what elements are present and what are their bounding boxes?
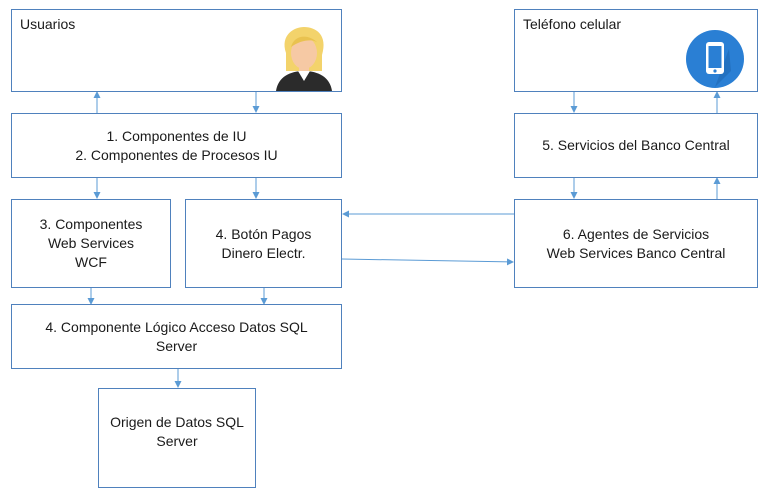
service-agents-box: 6. Agentes de Servicios Web Services Ban… bbox=[514, 199, 758, 288]
logic-component-box: 4. Componente Lógico Acceso Datos SQL Se… bbox=[11, 304, 342, 369]
phone-title: Teléfono celular bbox=[523, 16, 622, 32]
wcf-line3: WCF bbox=[75, 254, 107, 270]
wcf-box: 3. Componentes Web Services WCF bbox=[11, 199, 171, 288]
central-bank-services-box: 5. Servicios del Banco Central bbox=[514, 113, 758, 178]
pay-line1: 4. Botón Pagos bbox=[215, 225, 312, 242]
payment-button-box: 4. Botón Pagos Dinero Electr. bbox=[185, 199, 342, 288]
ui-components-box: 1. Componentes de IU 2. Componentes de P… bbox=[11, 113, 342, 178]
origin-line1: Origen de Datos SQL bbox=[110, 414, 244, 430]
logic-line1: 4. Componente Lógico Acceso Datos SQL bbox=[45, 318, 308, 335]
agents-line1: 6. Agentes de Servicios bbox=[562, 225, 710, 242]
wcf-line1: 3. Componentes bbox=[39, 216, 143, 232]
pay-line2: Dinero Electr. bbox=[221, 244, 306, 261]
ui-line1: 1. Componentes de IU bbox=[106, 127, 247, 144]
woman-avatar-icon bbox=[276, 27, 332, 91]
phone-box: Teléfono celular bbox=[514, 9, 758, 92]
origin-line2: Server bbox=[156, 433, 198, 449]
users-box: Usuarios bbox=[11, 9, 342, 92]
agents-line2: Web Services Banco Central bbox=[546, 244, 726, 261]
data-origin-box: Origen de Datos SQL Server bbox=[98, 388, 256, 488]
ui-line2: 2. Componentes de Procesos IU bbox=[75, 146, 278, 163]
wcf-line2: Web Services bbox=[47, 235, 135, 251]
smartphone-icon bbox=[686, 30, 744, 88]
arrow-pay-to-agents bbox=[341, 258, 514, 266]
central-line1: 5. Servicios del Banco Central bbox=[542, 137, 730, 153]
logic-line2: Server bbox=[155, 337, 198, 354]
users-title: Usuarios bbox=[20, 16, 76, 32]
